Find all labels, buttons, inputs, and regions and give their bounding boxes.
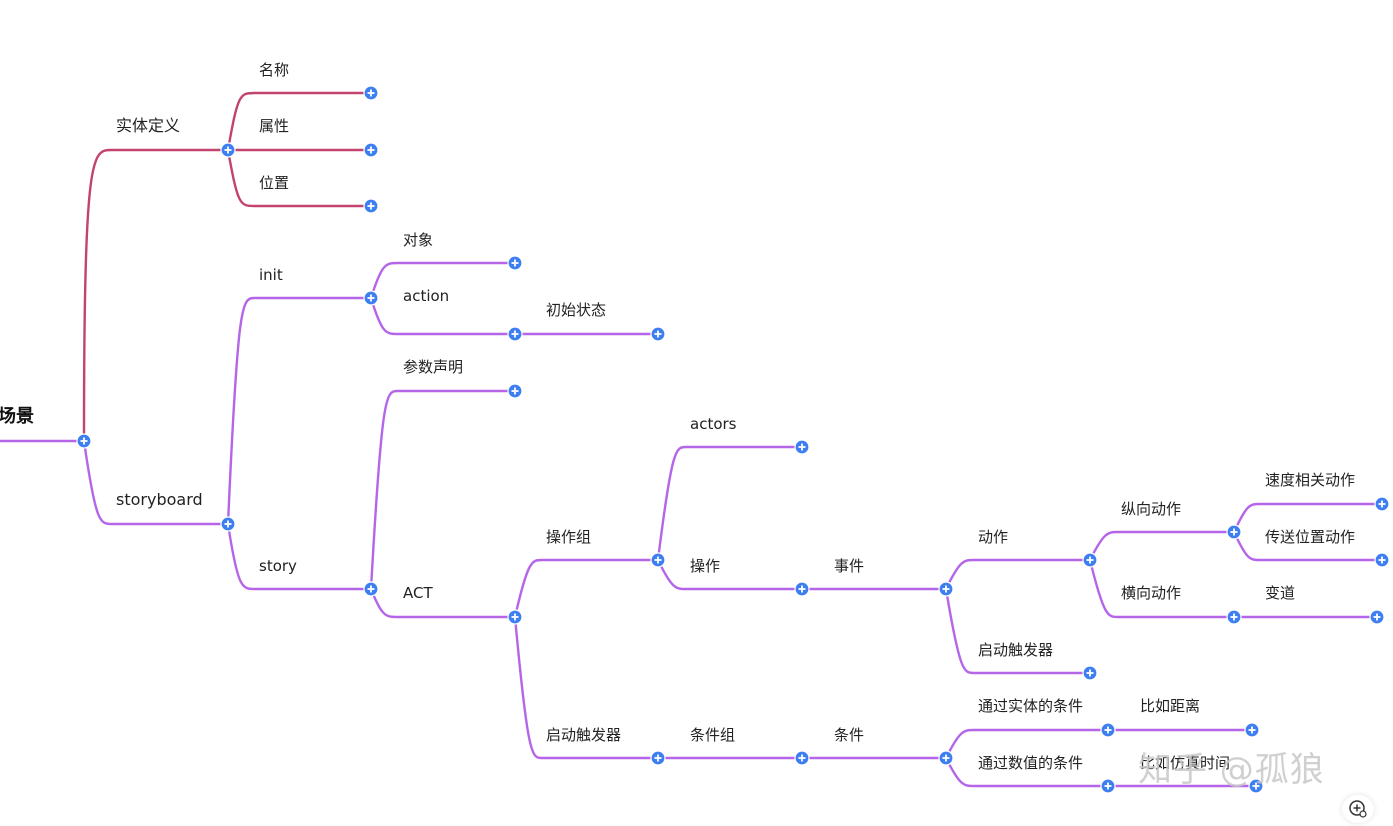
plus-circle-icon[interactable]	[794, 581, 810, 597]
edge-root-entity	[82, 148, 228, 442]
add-circle-icon[interactable]	[1342, 795, 1374, 823]
plus-circle-icon[interactable]	[507, 326, 523, 342]
edge-opgroup-actors	[656, 445, 802, 561]
edge-entity-pos	[226, 149, 371, 208]
lateral-label[interactable]: 横向动作	[1121, 584, 1181, 602]
event-trigger-label[interactable]: 启动触发器	[978, 641, 1053, 659]
object-label[interactable]: 对象	[403, 231, 433, 249]
by-entity-example-label[interactable]: 比如距离	[1140, 697, 1200, 715]
actors-label[interactable]: actors	[690, 415, 737, 433]
plus-circle-icon[interactable]	[938, 581, 954, 597]
condition-group-label[interactable]: 条件组	[690, 726, 735, 744]
plus-circle-icon[interactable]	[1369, 609, 1385, 625]
entity-branch-edges	[82, 91, 371, 442]
plus-circle-icon[interactable]	[1226, 609, 1242, 625]
lane-change-label[interactable]: 变道	[1265, 584, 1295, 602]
edge-action-lat	[1088, 559, 1234, 619]
plus-circle-icon[interactable]	[1100, 722, 1116, 738]
plus-circle-icon[interactable]	[1100, 778, 1116, 794]
initial-state-label[interactable]: 初始状态	[546, 301, 606, 319]
root-label[interactable]: 场景	[0, 406, 34, 427]
entity-child-pos[interactable]: 位置	[259, 174, 289, 192]
plus-circle-icon[interactable]	[363, 581, 379, 597]
plus-circle-icon[interactable]	[794, 750, 810, 766]
plus-circle-icon[interactable]	[1374, 552, 1390, 568]
edge-init-object	[369, 261, 515, 299]
plus-circle-icon[interactable]	[1082, 665, 1098, 681]
teleport-action-label[interactable]: 传送位置动作	[1265, 528, 1355, 546]
edge-root-storyboard	[82, 440, 228, 526]
plus-circle-icon[interactable]	[220, 142, 236, 158]
edge-act-opgroup	[513, 558, 658, 618]
edge-event-action	[944, 558, 1090, 590]
plus-circle-icon[interactable]	[794, 439, 810, 455]
plus-circle-icon[interactable]	[1248, 778, 1264, 794]
plus-circle-icon[interactable]	[650, 552, 666, 568]
plus-circle-icon[interactable]	[507, 609, 523, 625]
param-decl-label[interactable]: 参数声明	[403, 358, 463, 376]
edge-story-param	[369, 389, 515, 590]
plus-circle-icon[interactable]	[363, 290, 379, 306]
plus-circle-icon[interactable]	[650, 326, 666, 342]
storyboard-branch-edges	[0, 261, 1382, 788]
plus-circle-icon[interactable]	[507, 255, 523, 271]
edge-storyboard-init	[226, 296, 371, 525]
plus-circle-icon[interactable]	[1244, 722, 1260, 738]
condition-label[interactable]: 条件	[834, 726, 864, 744]
plus-circle-icon[interactable]	[1082, 552, 1098, 568]
plus-circle-icon[interactable]	[1374, 496, 1390, 512]
event-label[interactable]: 事件	[834, 557, 864, 575]
edge-long-speed	[1232, 502, 1382, 533]
edge-story-act	[369, 588, 515, 619]
plus-circle-icon[interactable]	[507, 383, 523, 399]
node-expand-buttons	[76, 85, 1390, 794]
plus-circle-icon[interactable]	[363, 198, 379, 214]
act-label[interactable]: ACT	[403, 584, 433, 602]
add-circle-icon-glyph	[1349, 800, 1367, 818]
plus-circle-icon[interactable]	[938, 750, 954, 766]
node-labels: 场景 实体定义 名称 属性 位置 storyboard init 对象 acti…	[0, 61, 1355, 772]
edge-opgroup-operation	[656, 559, 802, 591]
edge-entity-name	[226, 91, 371, 151]
by-value-label[interactable]: 通过数值的条件	[978, 754, 1083, 772]
by-value-example-label[interactable]: 比如仿真时间	[1140, 754, 1230, 772]
plus-circle-icon[interactable]	[76, 433, 92, 449]
trigger-label[interactable]: 启动触发器	[546, 726, 621, 744]
edge-long-teleport	[1232, 531, 1382, 562]
longitudinal-label[interactable]: 纵向动作	[1121, 500, 1181, 518]
entity-label[interactable]: 实体定义	[116, 116, 180, 135]
entity-child-attr[interactable]: 属性	[259, 117, 289, 135]
plus-circle-icon[interactable]	[220, 516, 236, 532]
edge-cond-entity	[944, 728, 1108, 759]
plus-circle-icon[interactable]	[363, 85, 379, 101]
init-label[interactable]: init	[259, 266, 283, 284]
operation-label[interactable]: 操作	[690, 557, 720, 575]
plus-circle-icon[interactable]	[363, 142, 379, 158]
entity-child-name[interactable]: 名称	[259, 61, 289, 79]
speed-action-label[interactable]: 速度相关动作	[1265, 471, 1355, 489]
edge-cond-value	[944, 757, 1108, 788]
by-entity-label[interactable]: 通过实体的条件	[978, 697, 1083, 715]
plus-circle-icon[interactable]	[1226, 524, 1242, 540]
story-label[interactable]: story	[259, 557, 297, 575]
edge-storyboard-story	[226, 523, 371, 591]
edge-event-trigger	[944, 588, 1090, 675]
edge-act-trigger	[513, 616, 658, 760]
storyboard-label[interactable]: storyboard	[116, 490, 203, 509]
edge-action-long	[1088, 530, 1234, 561]
op-group-label[interactable]: 操作组	[546, 528, 591, 546]
action-label[interactable]: action	[403, 287, 449, 305]
plus-circle-icon[interactable]	[650, 750, 666, 766]
edge-init-action	[369, 297, 515, 336]
action-node-label[interactable]: 动作	[978, 528, 1008, 546]
